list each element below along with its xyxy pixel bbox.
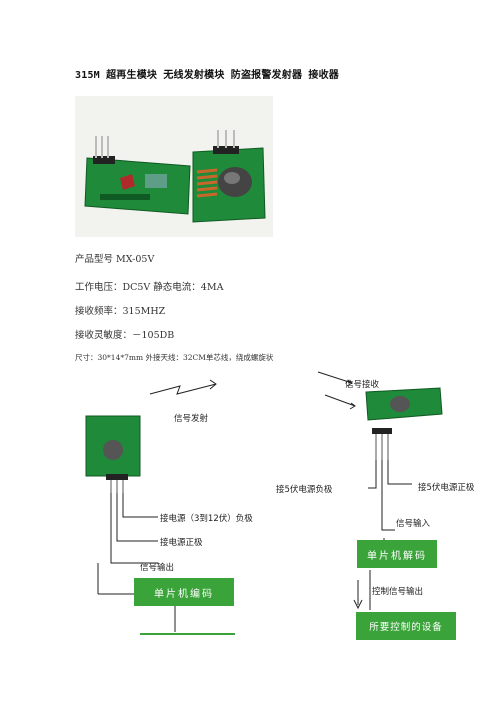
tx-data-out-label: 信号输出 bbox=[140, 563, 175, 573]
rx-data-in-label: 信号输入 bbox=[396, 519, 431, 529]
rx-gnd-label: 接5伏电源负极 bbox=[276, 485, 333, 495]
tx-encoder-box: 单片机编码 bbox=[134, 578, 234, 606]
product-photo bbox=[75, 96, 273, 237]
spec-sensitivity: 接收灵敏度：－105DB bbox=[75, 330, 175, 341]
transmitter-board-image bbox=[84, 136, 191, 215]
spec-frequency: 接收频率：315MHZ bbox=[75, 306, 166, 317]
spec-size: 尺寸：30*14*7mm 外接天线：32CM单芯线，绕成螺旋状 bbox=[75, 353, 274, 362]
tx-gnd-label: 接电源（3到12伏）负极 bbox=[160, 514, 253, 524]
controlled-device-box: 所要控制的设备 bbox=[356, 612, 456, 640]
tx-signal-label: 信号发射 bbox=[174, 414, 209, 424]
rx-ctrl-out-label: 控制信号输出 bbox=[372, 587, 424, 597]
tx-vcc-label: 接电源正极 bbox=[160, 538, 203, 548]
rx-decoder-box: 单片机解码 bbox=[357, 540, 437, 568]
receiver-board-image bbox=[192, 130, 266, 223]
spec-voltage: 工作电压：DC5V 静态电流：4MA bbox=[75, 282, 224, 293]
rx-vcc-label: 接5伏电源正极 bbox=[418, 483, 475, 493]
page-title: 315M 超再生模块 无线发射模块 防盗报警发射器 接收器 bbox=[75, 70, 339, 81]
spec-model: 产品型号 MX-05V bbox=[75, 254, 155, 265]
rx-signal-label: 信号接收 bbox=[345, 380, 380, 390]
